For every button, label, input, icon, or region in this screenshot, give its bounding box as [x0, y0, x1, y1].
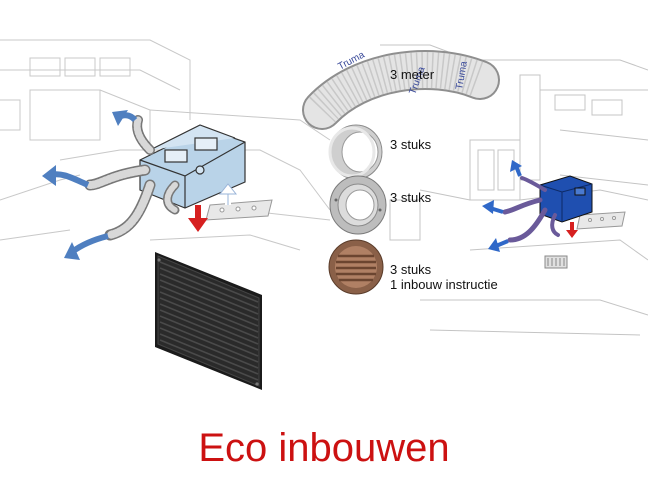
- ducts-left: [84, 115, 180, 241]
- heater-unit-left: [139, 124, 246, 209]
- flexible-hose-icon: Truma Truma Truma: [302, 49, 500, 130]
- rectangular-grille-icon: [155, 252, 262, 390]
- part-qty-ring: 3 stuks: [390, 137, 432, 152]
- installation-illustration: Truma Truma Truma: [0, 39, 648, 390]
- airflow-arrows-right: [482, 160, 578, 252]
- part-qty-vent: 3 stuks: [390, 262, 432, 277]
- part-note-instruction: 1 inbouw instructie: [390, 277, 498, 292]
- part-qty-hose: 3 meter: [390, 67, 435, 82]
- ducts-right: [502, 176, 560, 243]
- heater-unit-right: [539, 175, 593, 223]
- rail-left: [205, 199, 273, 221]
- airflow-arrows-left: [42, 110, 238, 260]
- rail-right: [576, 211, 626, 230]
- floor-vent-right: [544, 255, 568, 269]
- round-vent-icon: [328, 239, 384, 295]
- duct-flange-icon: [329, 175, 387, 235]
- slide-title: Eco inbouwen: [198, 426, 450, 470]
- duct-ring-icon: [328, 124, 383, 180]
- hose-brand-print-3: Truma: [454, 60, 470, 90]
- part-qty-flange: 3 stuks: [390, 190, 432, 205]
